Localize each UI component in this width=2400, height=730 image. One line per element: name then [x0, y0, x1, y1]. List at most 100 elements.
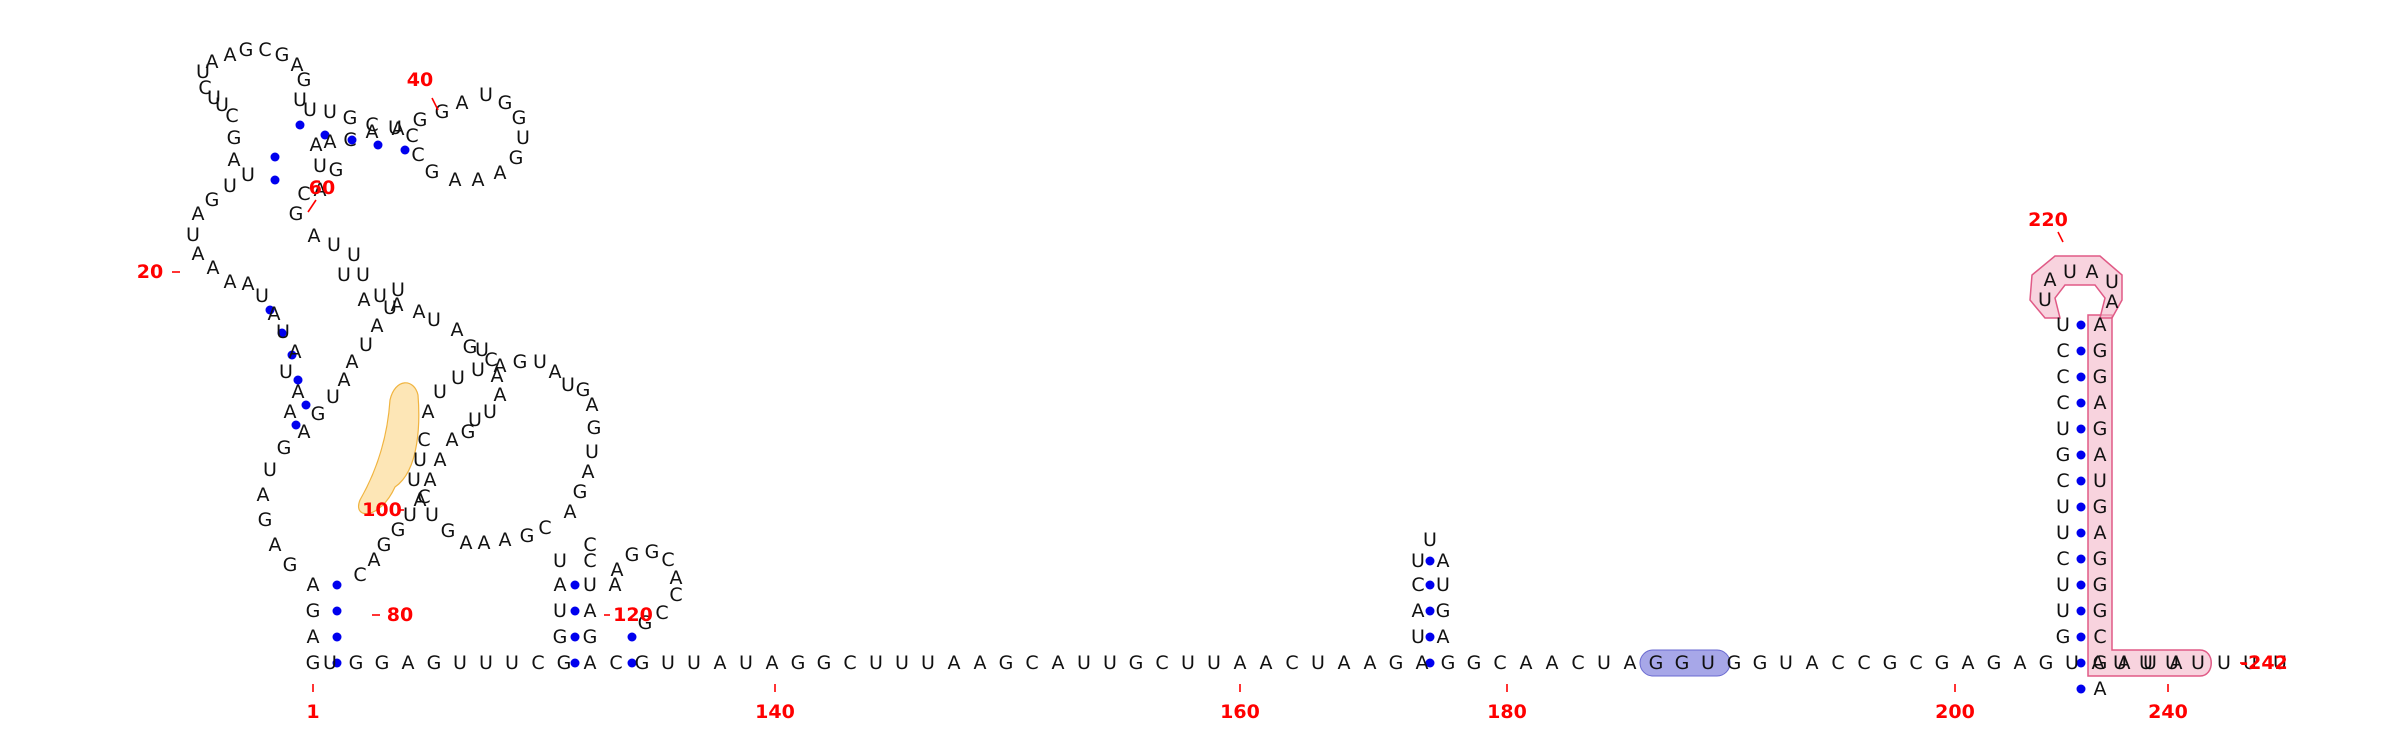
nucleotide: G: [463, 336, 478, 358]
nucleotide: U: [1597, 652, 1611, 674]
nucleotide: G: [509, 147, 524, 169]
nucleotide: A: [549, 361, 562, 383]
nucleotide: A: [449, 169, 462, 191]
nucleotide: A: [1520, 652, 1533, 674]
nucleotide: A: [2044, 269, 2057, 291]
nucleotide: A: [392, 118, 405, 140]
nucleotide: U: [895, 652, 909, 674]
nucleotide: U: [223, 175, 237, 197]
nucleotide: G: [2093, 366, 2108, 388]
nucleotide: U: [2056, 600, 2070, 622]
nucleotide: A: [358, 289, 371, 311]
position-label: 160: [1220, 701, 1260, 723]
nucleotide: A: [308, 225, 321, 247]
base-pair-dot: [287, 350, 297, 360]
highlight-region-blue: [1639, 649, 1731, 677]
base-pair-dot: [2076, 424, 2086, 434]
base-pair-dot: [332, 632, 342, 642]
nucleotide: A: [2094, 444, 2107, 466]
nucleotide: G: [427, 652, 442, 674]
nucleotide: G: [520, 525, 535, 547]
nucleotide: G: [791, 652, 806, 674]
nucleotide: G: [311, 403, 326, 425]
nucleotide: U: [383, 297, 397, 319]
nucleotide: A: [366, 121, 379, 143]
nucleotide: G: [377, 534, 392, 556]
nucleotide: G: [425, 161, 440, 183]
nucleotide: U: [433, 381, 447, 403]
nucleotide: A: [207, 257, 220, 279]
nucleotide: A: [413, 301, 426, 323]
nucleotide: C: [661, 549, 674, 571]
nucleotide: G: [258, 509, 273, 531]
nucleotide: U: [347, 244, 361, 266]
nucleotide: A: [456, 92, 469, 114]
base-pair-dot: [1425, 580, 1435, 590]
base-pair-dot: [2076, 476, 2086, 486]
highlight-region-pink: [2087, 314, 2212, 677]
nucleotide: U: [425, 504, 439, 526]
nucleotide: A: [974, 652, 987, 674]
nucleotide: C: [411, 144, 424, 166]
base-pair-dot: [2076, 450, 2086, 460]
nucleotide: C: [2056, 470, 2069, 492]
nucleotide: A: [2170, 652, 2183, 674]
nucleotide: U: [479, 652, 493, 674]
nucleotide: U: [293, 89, 307, 111]
nucleotide: U: [1779, 652, 1793, 674]
nucleotide: G: [391, 519, 406, 541]
base-pair-dot: [265, 305, 275, 315]
position-label: 60: [309, 177, 335, 199]
nucleotide: A: [2092, 652, 2105, 674]
base-pair-dot: [2076, 398, 2086, 408]
nucleotide: G: [306, 652, 321, 674]
nucleotide: C: [1285, 652, 1298, 674]
nucleotide: G: [1436, 600, 1451, 622]
nucleotide: A: [2094, 392, 2107, 414]
nucleotide: G: [2093, 652, 2108, 674]
nucleotide: C: [198, 77, 211, 99]
nucleotide: G: [576, 379, 591, 401]
nucleotide: C: [365, 114, 378, 136]
nucleotide: U: [479, 84, 493, 106]
position-tick: [431, 97, 439, 111]
base-pair-dot: [347, 135, 357, 145]
base-pair-dot: [2076, 580, 2086, 590]
nucleotide: U: [451, 367, 465, 389]
base-pair-dot: [277, 328, 287, 338]
nucleotide: G: [349, 652, 364, 674]
nucleotide: A: [284, 401, 297, 423]
nucleotide: A: [338, 369, 351, 391]
nucleotide: A: [670, 567, 683, 589]
nucleotide: C: [2056, 366, 2069, 388]
nucleotide: U: [2093, 470, 2107, 492]
nucleotide: G: [1389, 652, 1404, 674]
nucleotide: U: [585, 441, 599, 463]
nucleotide: A: [1546, 652, 1559, 674]
nucleotide: G: [2056, 444, 2071, 466]
nucleotide: A: [192, 203, 205, 225]
nucleotide: U: [313, 155, 327, 177]
nucleotide: A: [314, 179, 327, 201]
nucleotide: U: [2056, 496, 2070, 518]
nucleotide: U: [921, 652, 935, 674]
nucleotide: U: [263, 459, 277, 481]
nucleotide: U: [533, 351, 547, 373]
nucleotide: C: [1025, 652, 1038, 674]
nucleotide: G: [1727, 652, 1742, 674]
base-pair-dot: [570, 580, 580, 590]
nucleotide: A: [766, 652, 779, 674]
base-pair-dot: [291, 420, 301, 430]
nucleotide: G: [2039, 652, 2054, 674]
nucleotide: C: [669, 584, 682, 606]
nucleotide: U: [2038, 289, 2052, 311]
nucleotide: G: [1675, 652, 1690, 674]
nucleotide: U: [471, 359, 485, 381]
nucleotide: A: [224, 271, 237, 293]
nucleotide: U: [427, 309, 441, 331]
base-pair-dot: [2076, 320, 2086, 330]
nucleotide: G: [638, 612, 653, 634]
nucleotide: C: [417, 486, 430, 508]
nucleotide: G: [2093, 574, 2108, 596]
nucleotide: C: [843, 652, 856, 674]
